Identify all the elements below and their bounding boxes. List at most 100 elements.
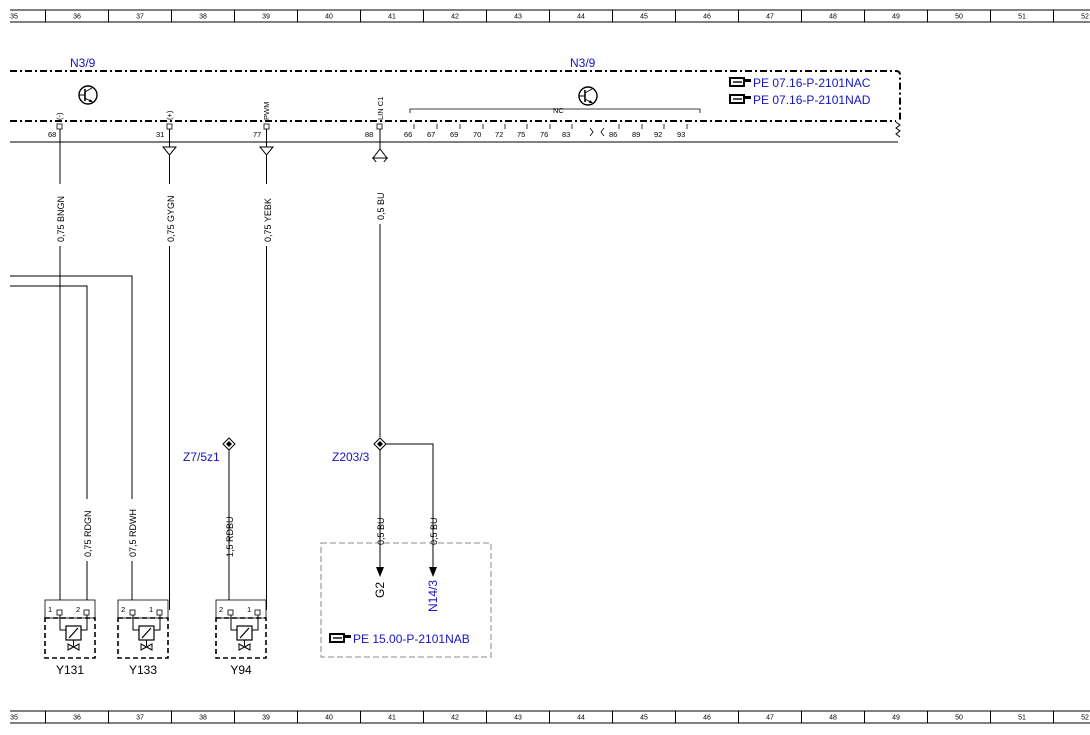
hand-pointer-icon (329, 633, 351, 643)
ruler-column-39: 39 (262, 715, 270, 722)
nc-pin-67: 67 (427, 130, 435, 139)
wire-label: 0,75 YEBK (263, 198, 273, 242)
pin-77-num: 77 (253, 130, 261, 139)
module-outline (10, 70, 901, 143)
wire-label: 0,5 BU (376, 192, 386, 220)
ruler-column-40: 40 (325, 715, 333, 722)
ruler-column-37: 37 (136, 715, 144, 722)
pin-31-sig: (+) (165, 110, 174, 120)
nc-pin-76: 76 (540, 130, 548, 139)
ruler-column-45: 45 (640, 715, 648, 722)
component-pin-label: 2 (219, 605, 223, 614)
ruler-column-42: 42 (451, 14, 459, 21)
nc-group: NC 66 67 69 70 72 75 76 83 86 89 92 93 (404, 106, 701, 139)
pin-77-sig: PWM (262, 102, 271, 120)
ruler-column-47: 47 (766, 715, 774, 722)
ruler-column-36: 36 (73, 715, 81, 722)
ruler-column-35: 35 (10, 14, 18, 21)
connector-ref[interactable]: PE 15.00-P-2101NAB (329, 632, 470, 646)
pin-88-sig: LIN C1 (376, 97, 385, 120)
connector-arrow-31 (161, 146, 178, 156)
ruler-column-46: 46 (703, 14, 711, 21)
transistor-icon (78, 85, 98, 105)
component-name: Y94 (230, 663, 252, 677)
module-ref-1-text: PE 07.16-P-2101NAC (753, 76, 871, 90)
ruler-column-41: 41 (388, 715, 396, 722)
wire-label: 0,5 BU (429, 517, 439, 545)
ruler-column-43: 43 (514, 14, 522, 21)
solenoid-valve-icon (132, 615, 161, 651)
component-pin-label: 1 (48, 605, 52, 614)
ruler-column-43: 43 (514, 715, 522, 722)
wire-rdwh (10, 275, 133, 610)
nc-pin-66: 66 (404, 130, 412, 139)
module-name-right: N3/9 (570, 56, 596, 70)
ruler-column-41: 41 (388, 14, 396, 21)
connector-arrow-77 (258, 146, 275, 156)
nc-label: NC (553, 106, 564, 115)
n14-label: N14/3 (426, 580, 440, 612)
ruler-column-44: 44 (577, 14, 585, 21)
nc-pin-92: 92 (654, 130, 662, 139)
component-pin-label: 1 (149, 605, 153, 614)
ruler-column-38: 38 (199, 14, 207, 21)
component-pin-label: 1 (247, 605, 251, 614)
nc-pin-83: 83 (562, 130, 570, 139)
splice-z7-label: Z7/5z1 (183, 450, 220, 464)
hand-pointer-icon (729, 77, 751, 87)
solenoid-valve-icon (59, 615, 88, 651)
ruler-column-48: 48 (829, 14, 837, 21)
splice-z7: Z7/5z1 (183, 437, 236, 610)
ruler-column-51: 51 (1018, 715, 1026, 722)
ruler-column-49: 49 (892, 715, 900, 722)
ruler-column-52: 52 (1081, 715, 1089, 722)
ruler-column-52: 52 (1081, 14, 1089, 21)
pin-88-num: 88 (365, 130, 373, 139)
nc-pin-72: 72 (495, 130, 503, 139)
nc-pin-89: 89 (632, 130, 640, 139)
component-name: Y131 (56, 663, 84, 677)
hand-pointer-icon (729, 94, 751, 104)
wire-rdgn (10, 285, 88, 610)
ruler-column-51: 51 (1018, 14, 1026, 21)
pin-68-sig: (-) (55, 112, 64, 120)
ruler-column-39: 39 (262, 14, 270, 21)
splice-z203: Z203/3 (332, 437, 437, 577)
wire-label: 0,5 BU (376, 517, 386, 545)
wire-label: 0,75 BNGN (56, 196, 66, 242)
nc-pin-69: 69 (450, 130, 458, 139)
g2-label: G2 (373, 582, 387, 598)
ruler-column-42: 42 (451, 715, 459, 722)
ruler-column-36: 36 (73, 14, 81, 21)
nc-pin-75: 75 (517, 130, 525, 139)
wire-label: 0,75 GYGN (166, 195, 176, 242)
wire-label: 0,75 RDGN (83, 510, 93, 557)
nc-pin-93: 93 (677, 130, 685, 139)
module-ref-2[interactable]: PE 07.16-P-2101NAD (729, 93, 871, 107)
pin-68: 68 (-) (48, 112, 64, 139)
connector-ref-text: PE 15.00-P-2101NAB (353, 632, 470, 646)
component-pin-label: 2 (76, 605, 80, 614)
destination-box: G2 N14/3 PE 15.00-P-2101NAB (320, 542, 492, 658)
ruler-column-46: 46 (703, 715, 711, 722)
module-ref-2-text: PE 07.16-P-2101NAD (753, 93, 871, 107)
module-ref-1[interactable]: PE 07.16-P-2101NAC (729, 76, 871, 90)
nc-pin-86: 86 (609, 130, 617, 139)
ruler-column-45: 45 (640, 14, 648, 21)
ruler-column-40: 40 (325, 14, 333, 21)
nc-pin-70: 70 (473, 130, 481, 139)
ruler-column-47: 47 (766, 14, 774, 21)
transistor-icon (578, 86, 598, 106)
wire-label: 07,5 RDWH (128, 509, 138, 557)
ruler-column-50: 50 (955, 14, 963, 21)
wire-label: 1,5 RDBU (225, 516, 235, 557)
ruler-column-37: 37 (136, 14, 144, 21)
component-pin-label: 2 (121, 605, 125, 614)
ruler-column-44: 44 (577, 715, 585, 722)
ruler-column-49: 49 (892, 14, 900, 21)
